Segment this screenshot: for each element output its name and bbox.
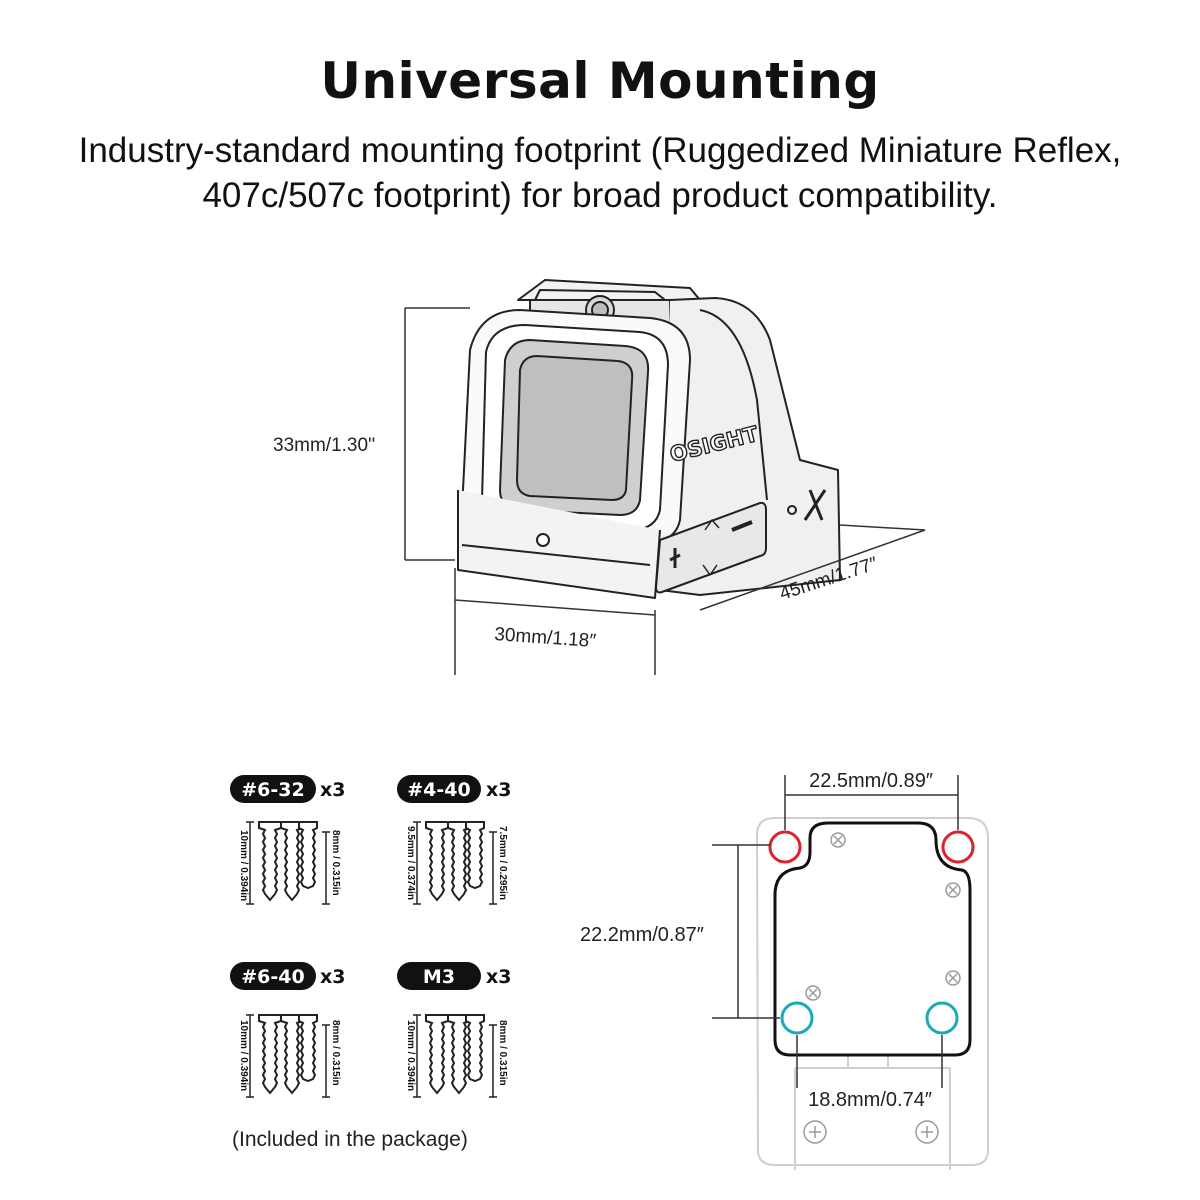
screw-icon [447, 821, 471, 902]
screw-set-6-40: #6-40 x3 10mm / 0.394in 8mm / 0.315in [230, 962, 345, 1098]
screw-icon [298, 1014, 318, 1083]
screw-type-badge [397, 775, 481, 803]
screw-quantity: x3 [486, 966, 511, 988]
screw-icon [280, 1014, 304, 1095]
screw-set-m3: M3 x3 10mm / 0.394in 8mm / 0.315in [397, 962, 511, 1098]
bottom-hole-spacing-label: 18.8mm/0.74″ [808, 1089, 932, 1111]
screw-quantity: x3 [320, 779, 345, 801]
height-dimension-label: 33mm/1.30'' [273, 435, 375, 456]
top-left-mounting-hole [768, 830, 802, 864]
screw-icon [298, 821, 318, 890]
screw-drawing [246, 821, 330, 905]
screw-type-label: M3 [423, 966, 455, 988]
page-title: Universal Mounting [320, 52, 880, 110]
screw-long-length: 9.5mm / 0.374in [405, 826, 416, 900]
subtitle-line-2: 407c/507c footprint) for broad product c… [202, 176, 998, 215]
screw-long-length: 10mm / 0.394in [238, 830, 249, 901]
screw-type-badge [230, 775, 316, 803]
screw-icon [280, 821, 304, 902]
bottom-left-mounting-hole [780, 1001, 814, 1035]
vertical-hole-spacing-label: 22.2mm/0.87″ [580, 924, 704, 946]
top-hole-spacing-label: 22.5mm/0.89″ [809, 770, 933, 792]
screw-type-label: #4-40 [407, 779, 470, 801]
bottom-right-mounting-hole [925, 1001, 959, 1035]
sight-illustration: OSIGHT [457, 279, 841, 599]
screw-short-length: 7.5mm / 0.295in [497, 826, 508, 900]
screw-short-length: 8mm / 0.315in [330, 830, 341, 896]
screw-set-6-32: #6-32 x3 10mm / 0.394in 8mm / 0.315in [230, 775, 345, 905]
screw-drawing [246, 1014, 330, 1098]
top-right-mounting-hole [941, 830, 975, 864]
screw-quantity: x3 [486, 779, 511, 801]
screw-icon [425, 821, 449, 902]
screw-type-badge [230, 962, 316, 990]
screw-icon [465, 1014, 485, 1083]
screw-sets: #6-32 x3 10mm / 0.394in 8mm / 0.315in #4… [230, 775, 511, 1151]
subtitle-line-1: Industry-standard mounting footprint (Ru… [78, 131, 1122, 170]
width-dimension-label: 30mm/1.18″ [494, 624, 597, 652]
screw-icon [258, 821, 282, 902]
screw-drawing [413, 821, 497, 905]
screw-long-length: 10mm / 0.394in [238, 1020, 249, 1091]
page-subtitle: Industry-standard mounting footprint (Ru… [0, 128, 1200, 218]
screw-quantity: x3 [320, 966, 345, 988]
screw-short-length: 8mm / 0.315in [497, 1020, 508, 1086]
screw-icon [465, 821, 485, 890]
screw-type-badge [397, 962, 481, 990]
screw-icon [425, 1014, 449, 1095]
package-note: (Included in the package) [232, 1128, 468, 1151]
screw-type-label: #6-32 [241, 779, 304, 801]
screw-icon [258, 1014, 282, 1095]
screw-drawing [413, 1014, 497, 1098]
screw-long-length: 10mm / 0.394in [405, 1020, 416, 1091]
screw-set-4-40: #4-40 x3 9.5mm / 0.374in 7.5mm / 0.295in [397, 775, 511, 905]
mounting-footprint: 22.5mm/0.89″ 22.2mm/0.87″ 18.8mm/0.74″ [580, 770, 989, 1170]
sight-dimensions [404, 307, 926, 675]
screw-icon [447, 1014, 471, 1095]
screw-type-label: #6-40 [241, 966, 304, 988]
screw-short-length: 8mm / 0.315in [330, 1020, 341, 1086]
